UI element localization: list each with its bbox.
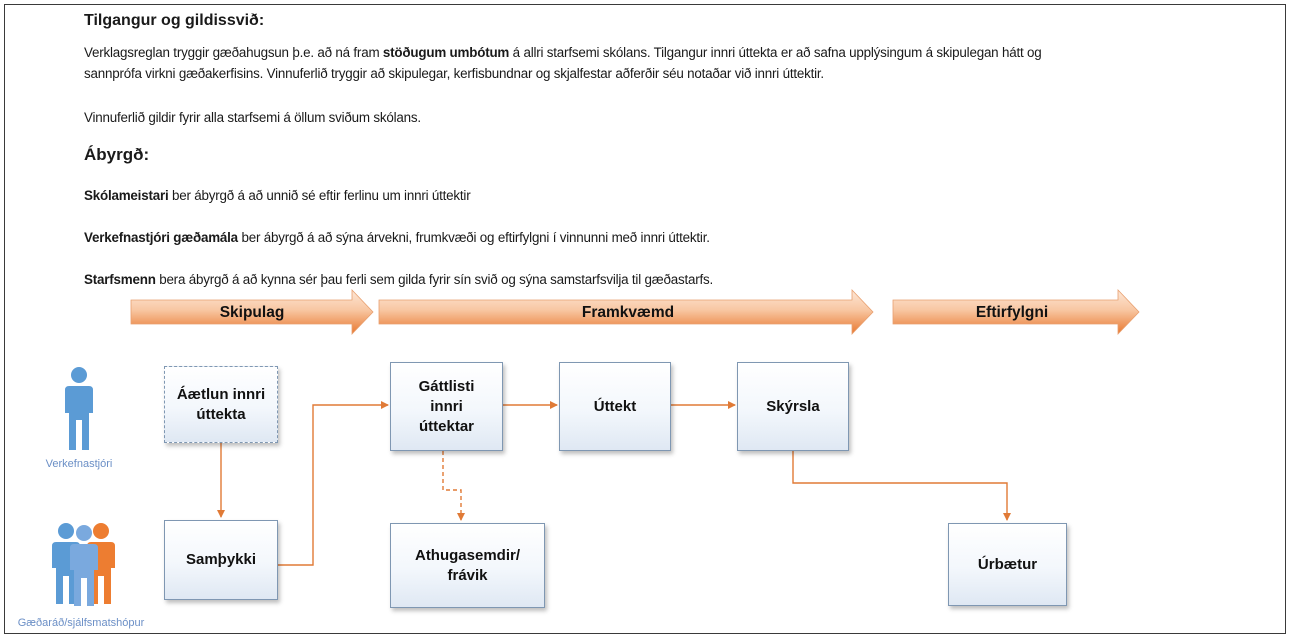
- scope-paragraph-2: Vinnuferlið gildir fyrir alla starfsemi …: [84, 110, 421, 125]
- phase-arrow-framkvaemd: Framkvæmd: [378, 289, 874, 335]
- phase-arrow-eftirfylgni: Eftirfylgni: [892, 289, 1140, 335]
- audit-box: Úttekt: [559, 362, 671, 451]
- role-name: Starfsmenn: [84, 272, 156, 287]
- checklist-box: Gáttlisti innri úttektar: [390, 362, 503, 451]
- role-label-coordinator: Verkefnastjóri: [45, 458, 113, 470]
- role-name: Verkefnastjóri gæðamála: [84, 230, 238, 245]
- responsibility-item: Starfsmenn bera ábyrgð á að kynna sér þa…: [84, 269, 1279, 290]
- plan-box: Áætlun innri úttekta: [164, 366, 278, 443]
- role-text: bera ábyrgð á að kynna sér þau ferli sem…: [155, 272, 714, 287]
- connector-checklist-remarks: [442, 451, 465, 521]
- box-label: Skýrsla: [766, 397, 820, 415]
- group-people-icon: [52, 523, 115, 606]
- person-icon: [65, 367, 93, 450]
- box-label: Úrbætur: [977, 555, 1038, 573]
- role-label-quality-group: Gæðaráð/sjálfsmatshópur: [17, 617, 145, 629]
- approval-box: Samþykki: [164, 520, 278, 600]
- scope-heading: Tilgangur og gildissvið:: [84, 12, 265, 29]
- role-text: ber ábyrgð á að sýna árvekni, frumkvæði …: [237, 230, 710, 245]
- scope-text: á allri starfsemi skólans. Tilgangur inn…: [509, 45, 1042, 60]
- responsibility-item: Verkefnastjóri gæðamála ber ábyrgð á að …: [84, 227, 1279, 248]
- responsibility-item: Skólameistari ber ábyrgð á að unnið sé e…: [84, 185, 1279, 206]
- role-name: Skólameistari: [84, 188, 169, 203]
- remarks-box: Athugasemdir/ frávik: [390, 523, 545, 608]
- improvements-box: Úrbætur: [948, 523, 1067, 606]
- scope-text: Verklagsreglan tryggir gæðahugsun þ.e. a…: [84, 45, 383, 60]
- phase-label: Skipulag: [220, 304, 285, 321]
- box-label: Athugasemdir/ frávik: [414, 546, 520, 584]
- phase-label: Eftirfylgni: [976, 304, 1048, 321]
- box-label: Gáttlisti innri úttektar: [418, 377, 475, 435]
- scope-text: sannprófa virkni gæðakerfisins. Vinnufer…: [84, 66, 824, 81]
- document-frame: [4, 4, 1286, 634]
- box-label: Samþykki: [185, 551, 257, 568]
- phase-arrow-skipulag: Skipulag: [130, 289, 374, 335]
- phase-label: Framkvæmd: [582, 304, 674, 321]
- connector-report-improvements: [792, 451, 1011, 521]
- report-box: Skýrsla: [737, 362, 849, 451]
- box-label: Úttekt: [593, 397, 637, 415]
- connector-approval-checklist: [278, 401, 389, 566]
- role-text: ber ábyrgð á að unnið sé eftir ferlinu u…: [168, 188, 471, 203]
- responsibility-heading: Ábyrgð:: [84, 145, 150, 164]
- scope-emphasis: stöðugum umbótum: [382, 45, 510, 60]
- scope-paragraph-1: Verklagsreglan tryggir gæðahugsun þ.e. a…: [84, 42, 1279, 84]
- box-label: Áætlun innri úttekta: [176, 385, 266, 423]
